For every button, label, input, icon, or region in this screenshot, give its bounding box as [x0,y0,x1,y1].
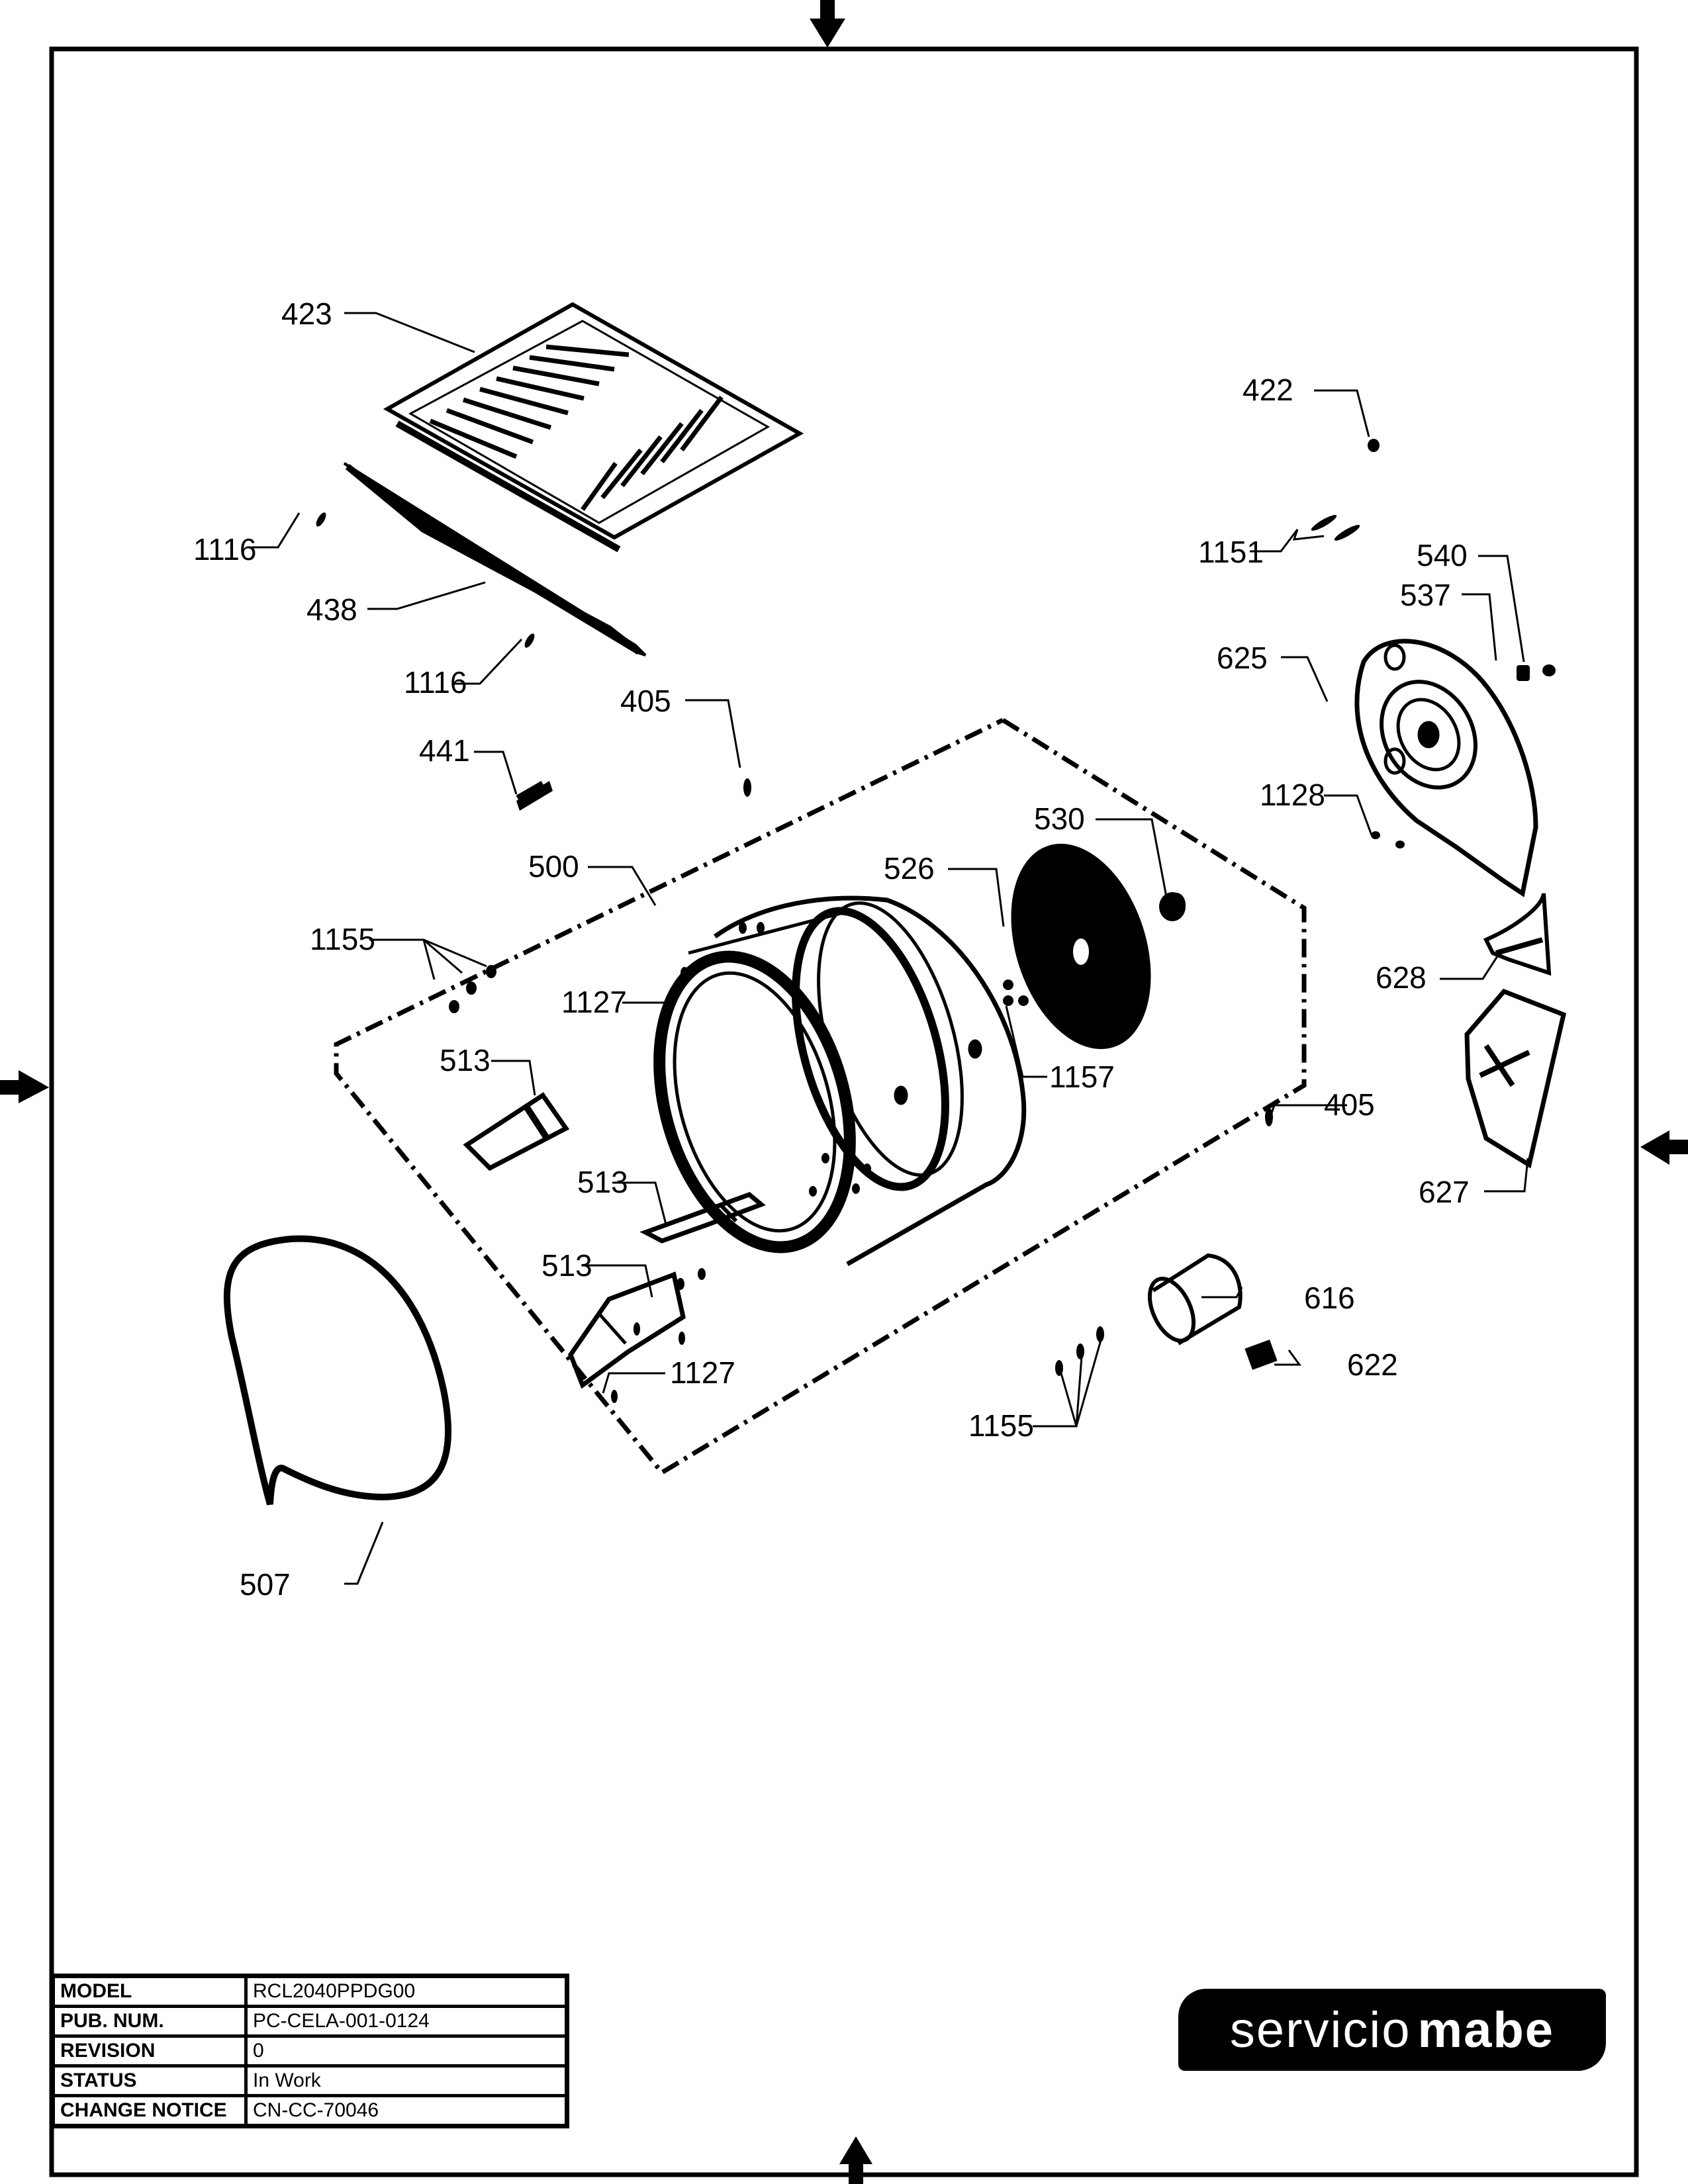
callout-627: 627 [1419,1175,1470,1209]
title-block-row: MODEL RCL2040PPDG00 [51,1974,569,2008]
callout-405-upper: 405 [620,684,671,718]
title-block-row: REVISION 0 [51,2034,569,2068]
callout-1127-lower: 1127 [670,1355,735,1390]
callout-513-middle: 513 [577,1165,628,1199]
callout-513-upper: 513 [440,1043,491,1077]
part-423-lint-screen-housing [383,302,804,553]
part-438-filter-frame [343,462,647,657]
callout-622: 622 [1347,1347,1398,1382]
callout-441: 441 [419,733,470,768]
callout-1127-upper: 1127 [561,985,627,1019]
part-513-baffle-upper [463,1092,570,1171]
callout-526: 526 [884,851,935,886]
pub-num-value: PC-CELA-001-0124 [244,2005,569,2038]
servicio-mabe-logo: servicio mabe [1178,1989,1606,2071]
title-block-key: CHANGE NOTICE [51,2094,248,2128]
rear-seal-center-hole [1073,938,1089,965]
change-notice-value: CN-CC-70046 [244,2094,569,2128]
drum-assembly-boundary [334,717,1307,1476]
part-622-terminal [1244,1340,1278,1370]
callout-616: 616 [1304,1281,1355,1315]
part-616-heater-cylinder [1147,1253,1243,1345]
callout-540: 540 [1417,538,1468,572]
drum [653,895,1027,1267]
callout-1116-lower: 1116 [404,665,467,700]
title-block: MODEL RCL2040PPDG00 PUB. NUM. PC-CELA-00… [50,1974,569,2128]
callout-438: 438 [306,592,357,627]
callout-1155-right: 1155 [968,1408,1034,1443]
arrow-left-icon [1640,1130,1688,1165]
callout-labels: 423 422 1116 1151 540 438 537 625 1116 4… [193,296,1470,1602]
title-block-key: MODEL [51,1974,248,2008]
model-value: RCL2040PPDG00 [244,1974,569,2008]
part-513-baffle-middle [639,1192,766,1244]
callout-405-lower: 405 [1324,1087,1375,1122]
part-530-bearing [1159,892,1186,921]
callout-1151: 1151 [1198,535,1264,569]
logo-text-bold: mabe [1417,2001,1555,2058]
part-441-clip [516,781,553,811]
callout-537: 537 [1400,578,1451,612]
callout-513-lower: 513 [541,1248,592,1283]
callout-1116-upper: 1116 [193,532,257,567]
title-block-key: REVISION [51,2034,248,2068]
title-block-row: CHANGE NOTICE CN-CC-70046 [51,2094,569,2128]
arrow-right-icon [0,1070,49,1103]
part-627-motor-bracket [1464,988,1567,1169]
fastener-parts [316,439,1556,1403]
arrow-up-icon [839,2136,872,2184]
part-507-front-seal [223,1235,452,1506]
arrow-down-icon [810,0,845,48]
part-513-baffle-lower [568,1271,686,1389]
callout-507: 507 [240,1567,291,1602]
callout-628: 628 [1376,960,1427,995]
callout-530: 530 [1034,801,1085,836]
title-block-key: STATUS [51,2064,248,2097]
title-block-row: PUB. NUM. PC-CELA-001-0124 [51,2005,569,2038]
callout-423: 423 [281,296,332,331]
title-block-row: STATUS In Work [51,2064,569,2097]
callout-625: 625 [1217,641,1268,675]
callout-500: 500 [528,849,579,884]
part-628-bracket [1483,893,1552,976]
title-block-key: PUB. NUM. [51,2005,248,2038]
callout-1157: 1157 [1049,1060,1115,1094]
revision-value: 0 [244,2034,569,2068]
status-value: In Work [244,2064,569,2097]
callout-422: 422 [1243,373,1293,407]
callout-1155-left: 1155 [310,922,375,956]
leader-lines [252,312,1529,1585]
logo-text-light: servicio [1229,2001,1411,2058]
part-625-blower-housing [1354,639,1538,897]
callout-1128: 1128 [1260,778,1325,812]
sheet-border [49,46,1639,2177]
